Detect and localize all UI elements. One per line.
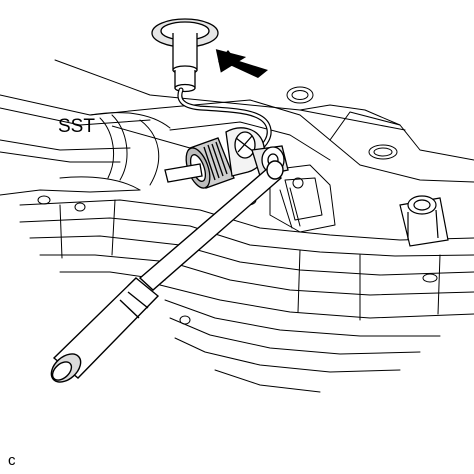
frame-rail-10	[214, 369, 321, 393]
top-grommet	[151, 18, 219, 93]
sst-leader-line	[111, 125, 191, 149]
center-bracket-inner	[284, 177, 323, 221]
rail-tick-1	[59, 204, 63, 259]
hole-6	[422, 273, 438, 283]
bracket-bolt	[292, 177, 304, 189]
frame-rail-8	[169, 317, 421, 355]
body-contour-3	[329, 111, 474, 161]
frame-rail-3	[29, 235, 474, 276]
beam-bottom	[59, 176, 141, 191]
bracket-ribs	[279, 187, 301, 229]
body-contour-4	[299, 104, 401, 126]
underbody-structure	[0, 59, 474, 393]
wrench-handle-icon	[50, 160, 284, 383]
frame-rail-1	[19, 199, 474, 241]
frame-rail-7	[164, 299, 441, 337]
panel-line-a	[0, 94, 161, 116]
panel-line-b	[0, 107, 151, 126]
direction-arrow-icon	[215, 49, 268, 78]
socket-icon	[164, 127, 289, 189]
hole-7	[179, 315, 191, 325]
rail-tick-3	[297, 249, 301, 313]
body-contour-2	[169, 121, 331, 161]
panel-line-d	[0, 151, 121, 163]
center-bracket	[269, 164, 336, 233]
rail-tick-5	[437, 254, 441, 315]
hole-1-inner	[291, 90, 309, 100]
beam-band	[111, 114, 128, 181]
rail-tick-2	[111, 199, 116, 256]
hole-5	[74, 202, 86, 212]
right-mount	[399, 195, 449, 247]
frame-rail-4	[39, 254, 474, 296]
hole-1	[286, 86, 314, 104]
hole-2-inner	[373, 147, 393, 157]
frame-rail-2	[19, 217, 474, 257]
sst-label: SST	[58, 116, 95, 137]
beam-top	[89, 112, 171, 129]
body-contour-5	[0, 189, 141, 196]
panel-line-upper	[54, 59, 406, 131]
corner-label: c	[8, 452, 16, 469]
sst-cable-core	[178, 88, 271, 152]
hole-2	[368, 144, 398, 160]
hole-4	[37, 195, 51, 205]
panel-line-c	[0, 139, 131, 151]
beam-end	[139, 119, 160, 186]
beam-band-2	[99, 117, 114, 179]
frame-rail-6	[159, 284, 474, 319]
frame-rail-9	[174, 337, 401, 373]
